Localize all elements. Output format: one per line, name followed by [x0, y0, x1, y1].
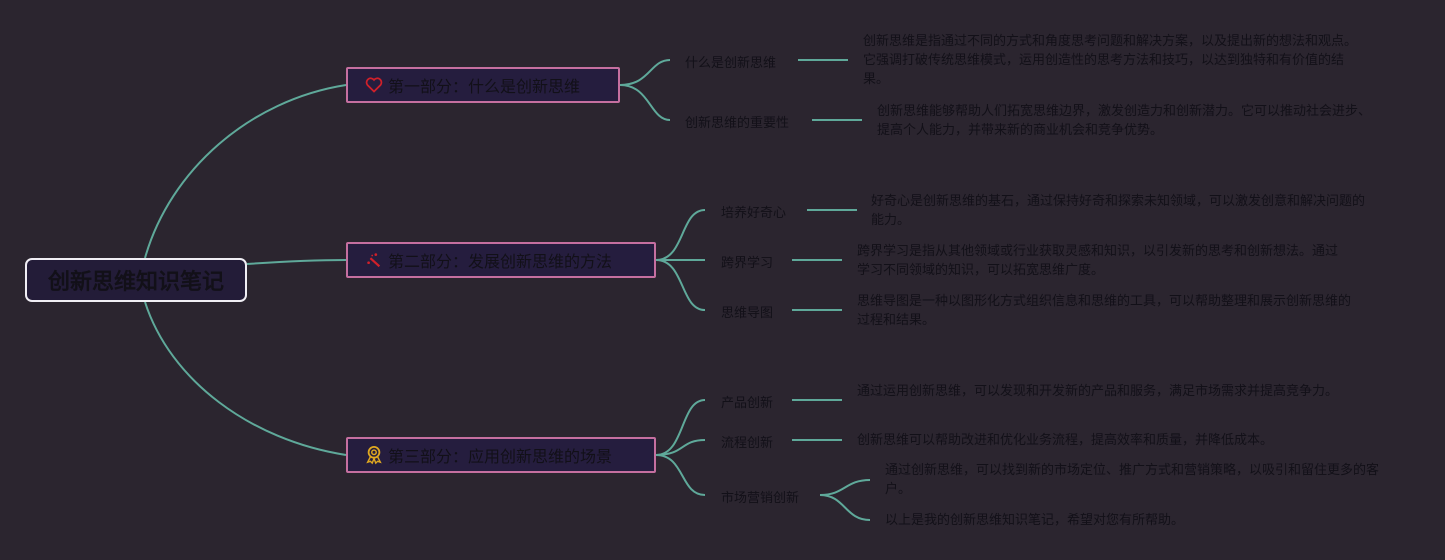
topic-marketing[interactable]: 市场营销创新 [721, 491, 800, 506]
topic-mind-map[interactable]: 思维导图 [721, 306, 774, 321]
topic-note[interactable]: 好奇心是创新思维的基石，通过保持好奇和探索未知领域，可以激发创意和解决问题的能力… [871, 194, 1366, 228]
topic-closing-note[interactable]: 以上是我的创新思维知识笔记，希望对您有所帮助。 [885, 513, 1185, 528]
topic-process[interactable]: 流程创新 [721, 436, 774, 451]
topic-note[interactable]: 创新思维可以帮助改进和优化业务流程，提高效率和质量，并降低成本。 [857, 433, 1274, 448]
topic-what-is[interactable]: 什么是创新思维 [685, 56, 777, 71]
topic-note[interactable]: 创新思维能够帮助人们拓宽思维边界，激发创造力和创新潜力。它可以推动社会进步、提高… [877, 104, 1372, 138]
topic-cross-learning[interactable]: 跨界学习 [721, 256, 774, 271]
topic-note[interactable]: 思维导图是一种以图形化方式组织信息和思维的工具，可以帮助整理和展示创新思维的过程… [857, 294, 1352, 328]
award-medal-icon [364, 445, 384, 465]
branch-title: 第二部分：发展创新思维的方法 [388, 252, 613, 271]
heart-icon [364, 75, 384, 95]
topic-note[interactable]: 通过运用创新思维，可以发现和开发新的产品和服务，满足市场需求并提高竞争力。 [857, 384, 1339, 399]
topic-note[interactable]: 通过创新思维，可以找到新的市场定位、推广方式和营销策略，以吸引和留住更多的客户。 [885, 463, 1380, 497]
branch-node-3[interactable]: 第三部分：应用创新思维的场景 [346, 437, 656, 473]
magic-wand-icon [364, 250, 384, 270]
branch-title: 第三部分：应用创新思维的场景 [388, 447, 613, 466]
branch-title: 第一部分：什么是创新思维 [388, 77, 581, 96]
branch-node-1[interactable]: 第一部分：什么是创新思维 [346, 67, 620, 103]
topic-product[interactable]: 产品创新 [721, 396, 774, 411]
branch-node-2[interactable]: 第二部分：发展创新思维的方法 [346, 242, 656, 278]
topic-note[interactable]: 跨界学习是指从其他领域或行业获取灵感和知识，以引发新的思考和创新想法。通过学习不… [857, 244, 1339, 278]
root-title: 创新思维知识笔记 [47, 270, 224, 295]
root-node[interactable]: 创新思维知识笔记 [25, 258, 247, 302]
topic-note[interactable]: 创新思维是指通过不同的方式和角度思考问题和解决方案，以及提出新的想法和观点。它强… [863, 34, 1358, 87]
topic-importance[interactable]: 创新思维的重要性 [685, 116, 790, 131]
topic-curiosity[interactable]: 培养好奇心 [721, 206, 787, 221]
